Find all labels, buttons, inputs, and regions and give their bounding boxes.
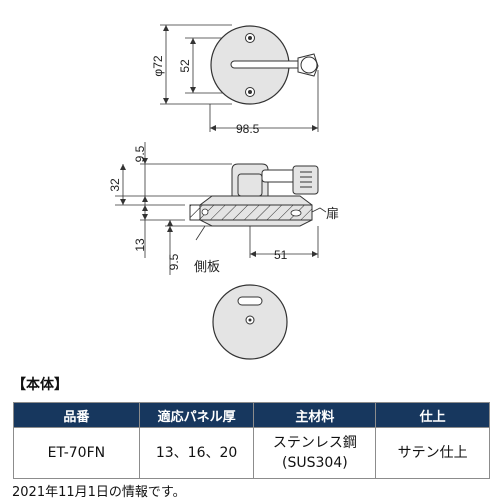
top-view: φ72 52 98.5 <box>151 24 319 136</box>
table-header-row: 品番 適応パネル厚 主材料 仕上 <box>13 402 490 428</box>
header-part-number: 品番 <box>13 402 140 428</box>
dim-hole-pitch: 52 <box>178 59 192 73</box>
label-side-plate: 側板 <box>194 260 220 275</box>
dim-bottom-offset: 9.5 <box>167 253 181 270</box>
bottom-view <box>212 284 288 360</box>
header-material: 主材料 <box>253 402 377 428</box>
table-row: ET-70FN 13、16、20 ステンレス鋼 (SUS304) サテン仕上 <box>13 427 490 479</box>
header-finish: 仕上 <box>375 402 490 428</box>
dim-height: 32 <box>108 178 122 192</box>
dim-thickness: 13 <box>133 238 147 252</box>
dim-top-offset: 9.5 <box>133 145 147 162</box>
dim-overall-width: 98.5 <box>236 122 260 136</box>
material-line-2: (SUS304) <box>282 455 348 471</box>
dim-diameter: φ72 <box>151 55 165 76</box>
label-door: 扉 <box>326 206 339 222</box>
cell-part-number: ET-70FN <box>13 427 140 479</box>
header-panel-thickness: 適応パネル厚 <box>138 402 255 428</box>
dim-projection: 51 <box>274 248 288 262</box>
section-title: 【本体】 <box>12 377 68 393</box>
cell-panel-thickness: 13、16、20 <box>138 427 255 479</box>
cell-material: ステンレス鋼 (SUS304) <box>253 427 377 479</box>
technical-drawing: φ72 52 98.5 9.5 32 <box>108 24 339 360</box>
cell-finish: サテン仕上 <box>375 427 490 479</box>
spec-table: 品番 適応パネル厚 主材料 仕上 ET-70FN 13、16、20 ステンレス鋼… <box>13 402 490 479</box>
material-line-1: ステンレス鋼 <box>272 435 357 451</box>
footnote: 2021年11月1日の情報です。 <box>12 485 186 500</box>
side-view: 9.5 32 13 9.5 <box>108 142 339 275</box>
